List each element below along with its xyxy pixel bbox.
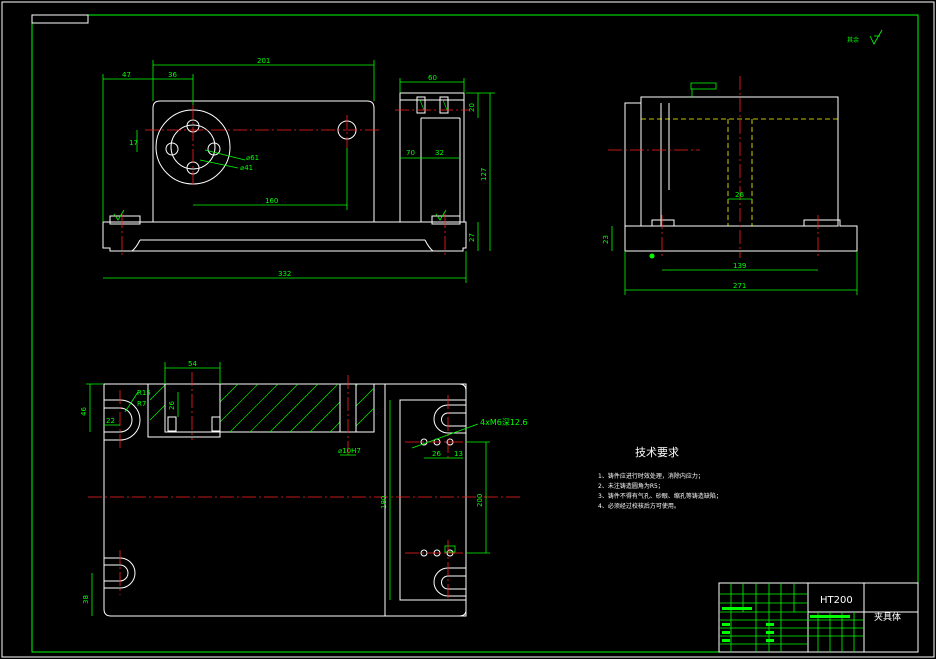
dim-d61: ⌀61 [246,154,259,162]
dim-r7: R7 [137,400,146,408]
dim-r15: R15 [137,389,151,397]
tech-req-title: 技术要求 [635,446,679,459]
tech-req-item-1: 1、铸件应进行时效处理，消除内应力； [598,472,704,480]
dim-180: 180 [380,496,388,509]
dim-side-20: 20 [468,103,476,112]
dim-22: 22 [106,417,115,425]
dim-side-27: 27 [468,233,476,242]
surface-mark-label: 其余 [847,36,859,44]
dim-46: 46 [80,407,88,416]
tech-req-item-4: 4、必须经过校核后方可使用。 [598,502,680,510]
dim-200: 200 [476,494,484,507]
dim-side-70: 70 [406,149,415,157]
dim-d41: ⌀41 [240,164,253,172]
dim-36: 36 [168,71,177,79]
dim-side-60: 60 [428,74,437,82]
dim-13: 13 [454,450,463,458]
dim-38: 38 [82,595,90,604]
dim-17: 17 [129,139,138,147]
title-block: HT200 夹具体 [718,582,919,653]
surface-roughness-mark: 其余 [847,29,883,45]
dim-side-139: 139 [733,262,746,270]
dim-47: 47 [122,71,131,79]
top-view: 54 46 26 R15 R7 22 ⌀10H7 4xM6深12.6 26 13… [80,360,528,617]
dim-side-32: 32 [435,149,444,157]
tech-req-item-3: 3、铸件不得有气孔、砂眼、缩孔等铸造缺陷； [598,492,722,500]
dim-side-23: 23 [602,235,610,244]
dim-hole: ⌀10H7 [338,447,361,455]
dim-side-127: 127 [480,168,488,181]
title-block-part-name: 夹具体 [874,611,901,623]
dim-top-26: 26 [168,401,176,410]
side-view: 26 23 139 271 [602,76,858,295]
dim-top-26b: 26 [432,450,441,458]
title-block-material: HT200 [820,595,853,606]
dim-side-271: 271 [733,282,746,290]
dim-side-26: 26 [735,191,744,199]
tech-req-item-2: 2、未注铸造圆角为R5； [598,482,664,490]
front-view: 47 36 201 17 ⌀61 ⌀41 160 332 60 20 70 32… [102,57,495,283]
technical-requirements: 技术要求 1、铸件应进行时效处理，消除内应力； 2、未注铸造圆角为R5； 3、铸… [598,446,722,510]
dim-332: 332 [278,270,291,278]
dim-201: 201 [257,57,270,65]
dim-thread: 4xM6深12.6 [480,418,528,427]
dim-54: 54 [188,360,197,368]
dim-160: 160 [265,197,278,205]
